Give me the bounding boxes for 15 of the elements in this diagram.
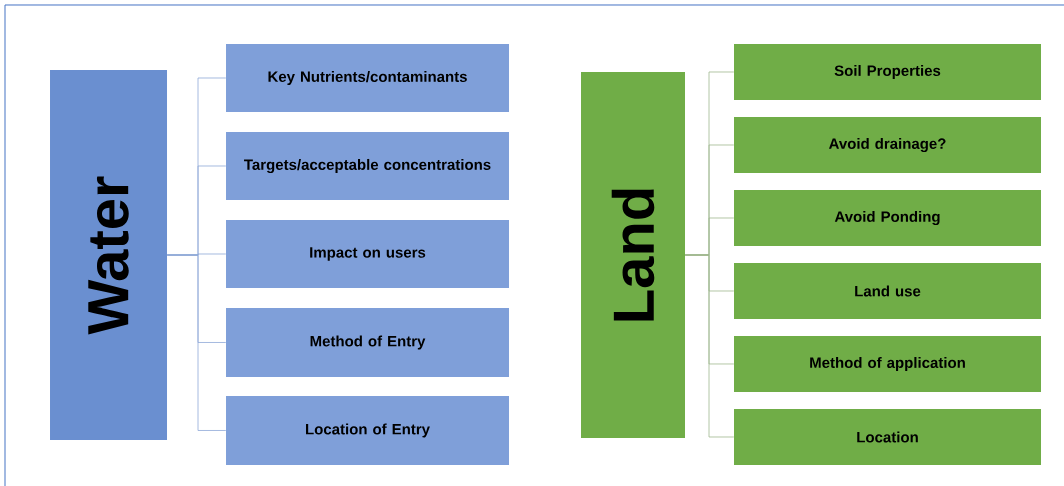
topic-box: Avoid Ponding — [734, 190, 1041, 246]
topic-box: Key Nutrients/contaminants — [226, 44, 509, 112]
topic-box: Location of Entry — [226, 396, 509, 465]
topic-box: Impact on users — [226, 220, 509, 288]
category-box: Water — [50, 70, 167, 440]
connector-line — [684, 254, 735, 438]
topic-box: Targets/acceptable concentrations — [226, 132, 509, 200]
topic-box: Soil Properties — [734, 44, 1041, 100]
category-box: Land — [581, 72, 685, 438]
topic-box: Method of application — [734, 336, 1041, 392]
topic-box: Avoid drainage? — [734, 117, 1041, 173]
topic-box: Location — [734, 409, 1041, 465]
topic-box: Method of Entry — [226, 308, 509, 377]
connector-line — [166, 254, 227, 431]
topic-box: Land use — [734, 263, 1041, 319]
